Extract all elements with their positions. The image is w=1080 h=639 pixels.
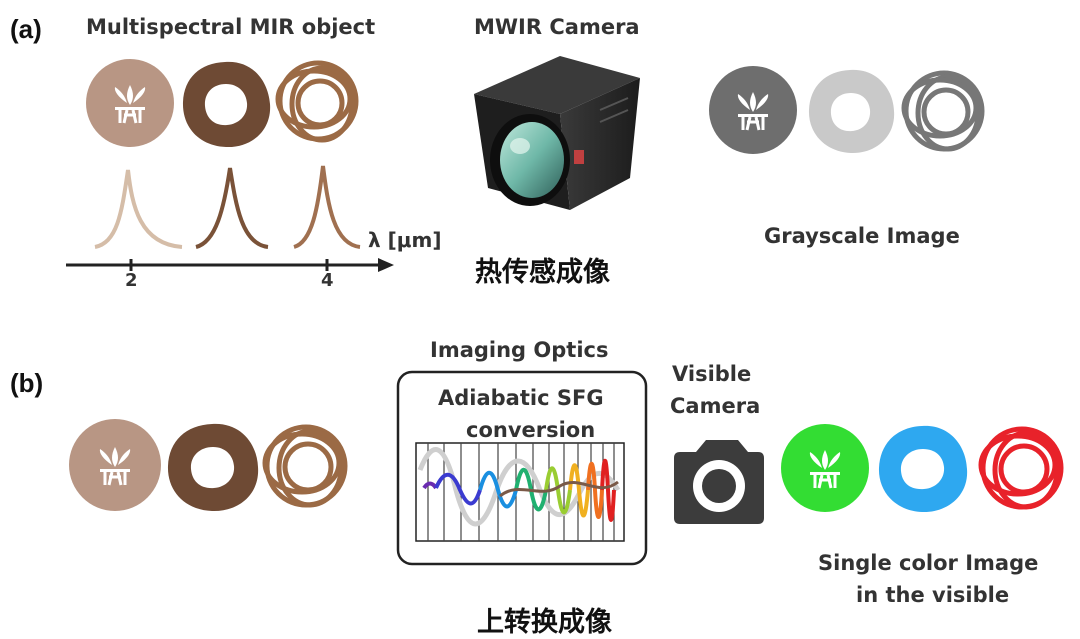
- mir-object-rope-rings: [275, 60, 359, 143]
- spectral-peak-2: [195, 167, 269, 249]
- visible-camera-line1: Visible: [672, 362, 752, 386]
- panel-b-label: (b): [10, 368, 44, 398]
- spectral-peak-1: [94, 169, 183, 249]
- wavelength-axis-label: λ [μm]: [368, 228, 442, 252]
- output-line1: Single color Image: [818, 551, 1039, 575]
- panel-a-label: (a): [10, 14, 42, 44]
- visible-camera-line2: Camera: [670, 394, 761, 418]
- camera-title: MWIR Camera: [474, 15, 640, 39]
- sfg-title-line1: Adiabatic SFG: [438, 386, 604, 410]
- tick-label-2: 2: [125, 270, 138, 291]
- imaging-optics-box: [396, 370, 648, 566]
- spectral-peak-3: [293, 165, 361, 249]
- visible-camera-icon: [674, 440, 764, 524]
- red-rope-rings: [978, 426, 1064, 510]
- thermal-imaging-caption: 热传感成像: [475, 257, 610, 288]
- green-emblem-disk: [781, 424, 869, 512]
- mwir-camera-image: [474, 56, 640, 210]
- grayscale-emblem-disk: [709, 66, 797, 154]
- object-title: Multispectral MIR object: [86, 15, 376, 39]
- wavelength-axis: [66, 258, 394, 272]
- upconversion-caption: 上转换成像: [477, 607, 612, 638]
- tick-label-4: 4: [321, 270, 334, 291]
- imaging-optics-title: Imaging Optics: [430, 338, 609, 362]
- grayscale-donut: [808, 69, 895, 154]
- mir-object-emblem-disk: [86, 59, 174, 147]
- output-line2: in the visible: [856, 583, 1010, 607]
- input-rope-rings: [262, 424, 348, 508]
- grayscale-rope-rings: [901, 70, 985, 152]
- blue-donut: [878, 425, 968, 513]
- mir-object-donut: [182, 61, 271, 148]
- sfg-crystal: [415, 442, 625, 542]
- sfg-title-line2: conversion: [466, 418, 596, 442]
- input-donut: [167, 423, 259, 512]
- grayscale-title: Grayscale Image: [764, 224, 960, 248]
- input-emblem-disk: [69, 419, 161, 511]
